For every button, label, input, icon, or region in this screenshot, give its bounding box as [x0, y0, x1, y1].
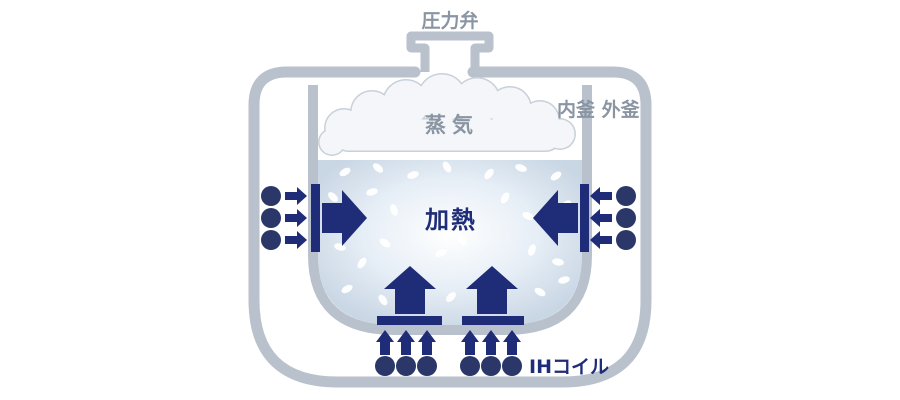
left-side-heater [311, 184, 367, 252]
left-ih-coils [261, 186, 307, 250]
rice-water [318, 160, 582, 325]
pressure-valve [406, 31, 494, 72]
right-ih-coils [590, 186, 636, 250]
left-heat-arrow [322, 190, 367, 246]
right-side-heater [533, 184, 589, 252]
bottom-heat-arrow-left [384, 266, 436, 314]
right-heat-arrow [533, 190, 578, 246]
bottom-ih-coils [375, 330, 522, 376]
outer-pot-wall [248, 66, 652, 388]
inner-pot-wall [308, 85, 592, 335]
pressure-valve-label: 圧力弁 [421, 9, 478, 32]
ih-coil-label: IHコイル [529, 356, 609, 378]
bottom-heaters [377, 266, 524, 325]
bottom-heater-plate-right [462, 316, 524, 325]
steam-label: 蒸気 [425, 113, 479, 137]
steam-cloud [318, 73, 576, 156]
heating-label: 加熱 [425, 206, 477, 234]
pots-label: 内釜 外釜 [557, 98, 641, 121]
bottom-heat-arrow-right [466, 266, 518, 314]
bottom-heater-plate-left [377, 316, 442, 325]
